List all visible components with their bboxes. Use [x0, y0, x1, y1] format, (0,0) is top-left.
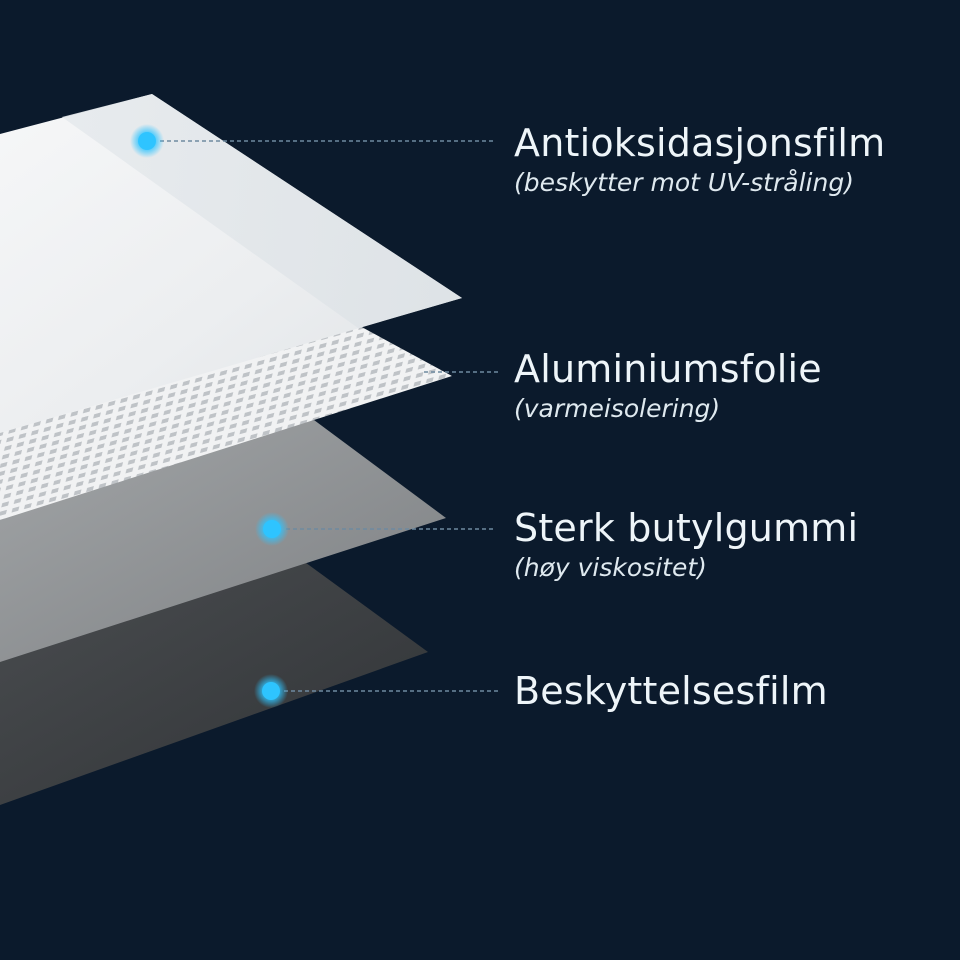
layer-title: Beskyttelsesfilm	[514, 669, 828, 713]
layer-subtitle: (høy viskositet)	[514, 553, 707, 582]
top-layer-edge-band	[62, 94, 462, 328]
layer-title: Aluminiumsfolie	[514, 347, 822, 391]
label-antioksidasjonsfilm: Antioksidasjonsfilm (beskytter mot UV-st…	[514, 120, 885, 200]
label-aluminiumsfolie: Aluminiumsfolie (varmeisolering)	[514, 346, 822, 426]
layer-title: Antioksidasjonsfilm	[514, 121, 886, 165]
marker-dot-4	[262, 682, 280, 700]
layer-subtitle: (beskytter mot UV-stråling)	[514, 168, 854, 197]
layer-title: Sterk butylgummi	[514, 506, 859, 550]
marker-dot-3	[263, 520, 281, 538]
layer-aluminiumsfolie	[0, 312, 452, 520]
layer-antioksidasjonsfilm	[0, 94, 462, 433]
layer-subtitle: (varmeisolering)	[514, 394, 721, 423]
marker-dot-1	[138, 132, 156, 150]
label-sterk-butylgummi: Sterk butylgummi (høy viskositet)	[514, 505, 858, 585]
label-beskyttelsesfilm: Beskyttelsesfilm	[514, 668, 828, 714]
